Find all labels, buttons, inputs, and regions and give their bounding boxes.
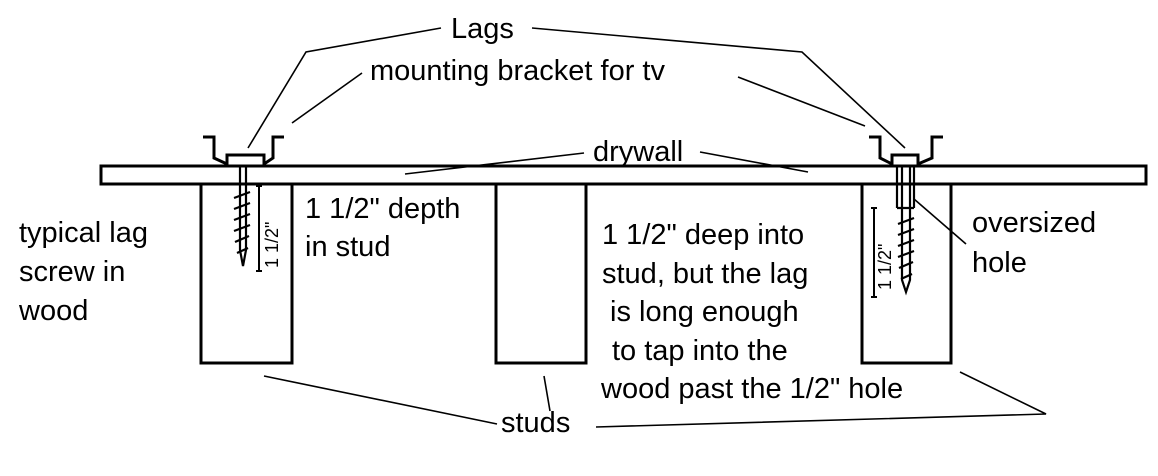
label-typical-line2: screw in xyxy=(19,256,125,288)
label-depth-line2: in stud xyxy=(305,231,390,263)
leader-bracket-right xyxy=(737,76,866,127)
leader-oversized xyxy=(913,198,967,245)
leader-studs-left xyxy=(263,375,498,425)
dim-line-left xyxy=(256,185,262,272)
stud-middle xyxy=(494,184,588,365)
leader-drywall-left xyxy=(404,152,585,175)
drywall-board xyxy=(99,164,1148,186)
label-oversized-line2: hole xyxy=(972,247,1027,279)
leader-lags-right xyxy=(531,27,906,149)
label-drywall: drywall xyxy=(593,136,683,168)
lag-threads-left xyxy=(233,190,251,255)
lag-screw-left xyxy=(238,166,248,267)
bracket-right-right xyxy=(917,135,943,166)
label-studs: studs xyxy=(501,407,570,439)
dim-line-right xyxy=(871,207,877,298)
label-deep-line1: 1 1/2" deep into xyxy=(602,219,804,251)
label-deep-line4: to tap into the xyxy=(612,335,788,367)
label-typical-line3: wood xyxy=(18,295,88,327)
label-oversized-line1: oversized xyxy=(972,207,1096,239)
label-lags: Lags xyxy=(451,13,514,45)
lag-threads-right xyxy=(897,216,915,281)
label-typical-line1: typical lag xyxy=(19,217,148,249)
label-depth-line1: 1 1/2" depth xyxy=(305,193,460,225)
bracket-left-right xyxy=(263,135,284,166)
leader-lines xyxy=(247,27,1047,428)
stud-left xyxy=(199,184,294,365)
bracket-right xyxy=(869,135,893,166)
label-deep-line5: wood past the 1/2" hole xyxy=(600,373,903,405)
oversized-hole xyxy=(895,166,916,210)
dim-text-left: 1 1/2" xyxy=(262,222,282,268)
leader-drywall-right xyxy=(699,151,809,173)
leader-studs-mid xyxy=(543,375,551,412)
label-bracket: mounting bracket for tv xyxy=(370,55,665,87)
leader-studs-right xyxy=(595,371,1047,428)
leader-lags-left xyxy=(247,27,442,149)
stud-right xyxy=(860,184,953,365)
lag-head-left xyxy=(225,153,266,168)
bracket-left xyxy=(203,135,228,166)
leader-bracket-left xyxy=(291,72,363,124)
dim-text-right: 1 1/2" xyxy=(875,244,895,290)
label-deep-line3: is long enough xyxy=(610,296,799,328)
label-deep-line2: stud, but the lag xyxy=(602,258,808,290)
lag-head-right xyxy=(890,153,920,168)
